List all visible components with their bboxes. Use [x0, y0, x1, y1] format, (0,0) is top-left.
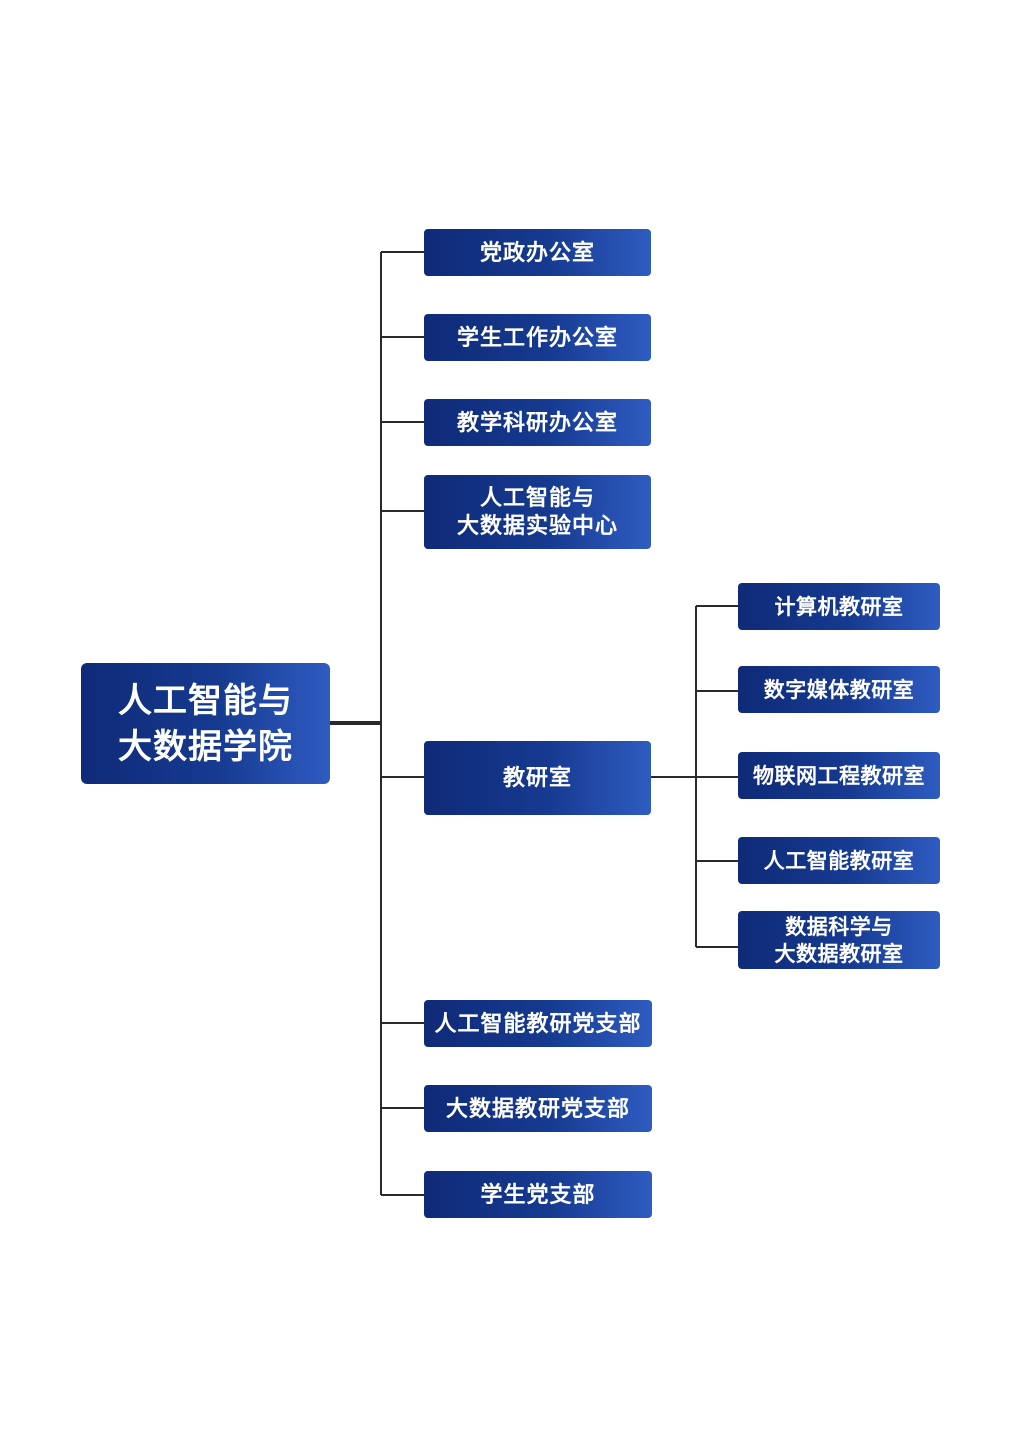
node-iot-engineering-section: 物联网工程教研室 — [738, 752, 940, 799]
node-student-affairs-office: 学生工作办公室 — [424, 314, 651, 361]
node-data-science-section: 数据科学与 大数据教研室 — [738, 911, 940, 969]
node-teaching-research-section: 教研室 — [424, 741, 651, 815]
node-ai-bigdata-lab-center: 人工智能与 大数据实验中心 — [424, 475, 651, 549]
node-party-admin-office: 党政办公室 — [424, 229, 651, 276]
node-computer-section: 计算机教研室 — [738, 583, 940, 630]
node-student-party-branch: 学生党支部 — [424, 1171, 652, 1218]
node-bigdata-party-branch: 大数据教研党支部 — [424, 1085, 652, 1132]
node-ai-section: 人工智能教研室 — [738, 837, 940, 884]
node-digital-media-section: 数字媒体教研室 — [738, 666, 940, 713]
root-node: 人工智能与 大数据学院 — [81, 663, 330, 784]
node-ai-party-branch: 人工智能教研党支部 — [424, 1000, 652, 1047]
node-teaching-research-office: 教学科研办公室 — [424, 399, 651, 446]
